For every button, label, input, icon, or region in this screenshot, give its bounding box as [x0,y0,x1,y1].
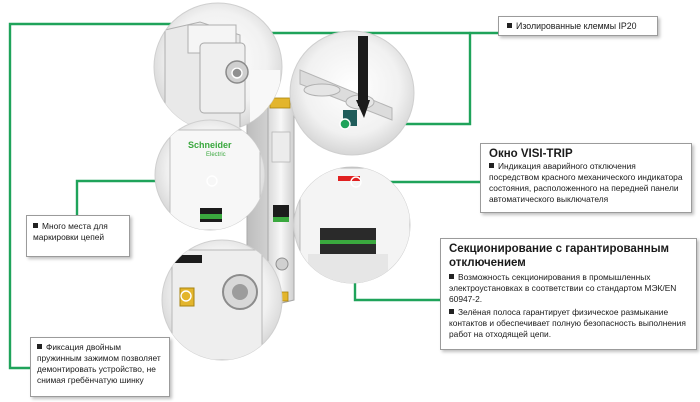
callout-visi-trip-title: Окно VISI-TRIP [489,148,573,160]
callout-marking-space: Много места для маркировки цепей [26,215,130,257]
callout-ip20-text: Изолированные клеммы IP20 [516,21,637,31]
bullet-square-icon [37,344,42,349]
detail-marking-area: Schneider Electric [154,119,266,231]
callout-visi-trip-text: Индикация аварийного отключения посредст… [489,161,683,204]
bullet-square-icon [507,23,512,28]
callout-ip20-terminals: Изолированные клеммы IP20 [498,16,658,36]
connector-line-fixation [8,22,187,370]
callout-sectioning-bullet-1: Возможность секционирования в промышленн… [449,272,677,304]
screwdriver-icon [358,36,368,106]
bullet-square-icon [449,274,454,279]
callout-visi-trip: Окно VISI-TRIP Индикация аварийного откл… [480,143,692,213]
brand-text-schneider: Schneider [188,140,232,150]
callout-sectioning-bullet-2: Зелёная полоса гарантирует физическое ра… [449,307,686,339]
detail-screwdriver [289,30,415,156]
bullet-square-icon [449,309,454,314]
brand-text-electric: Electric [206,152,226,158]
bullet-square-icon [489,163,494,168]
callout-fixation: Фиксация двойным пружинным зажимом позво… [30,337,170,397]
visi-trip-window-icon [338,176,360,181]
detail-terminals [153,2,283,132]
callout-sectioning-title: Секционирование с гарантированным отключ… [449,243,670,269]
callout-marking-text: Много места для маркировки цепей [33,221,108,242]
bullet-square-icon [33,223,38,228]
detail-latch [161,239,283,361]
detail-visi-trip [293,166,411,284]
callout-sectioning: Секционирование с гарантированным отключ… [440,238,697,350]
din-rail-latch-icon [179,287,195,307]
callout-fixation-text: Фиксация двойным пружинным зажимом позво… [37,342,161,385]
